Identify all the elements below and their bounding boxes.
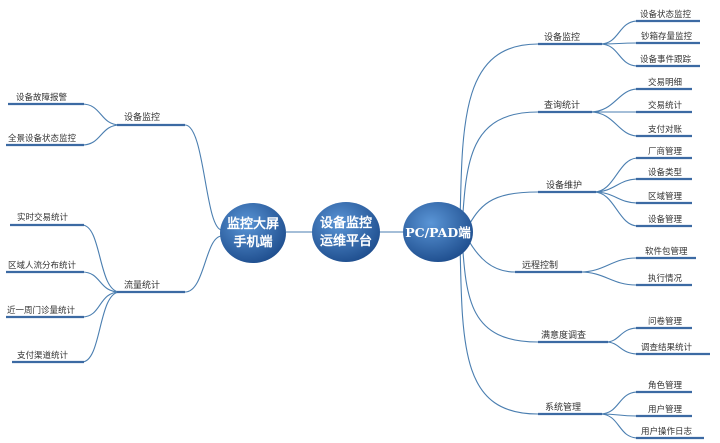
connector-r5-c1	[605, 327, 639, 343]
connector-r3-c2	[593, 178, 639, 193]
right-leaf-user[interactable]: 用户管理	[648, 404, 683, 415]
right-hub-node[interactable]	[403, 202, 473, 262]
right-leaf-exec-status[interactable]: 执行情况	[648, 273, 683, 284]
right-branch-system[interactable]: 系统管理	[545, 401, 581, 413]
right-hub-label: PC/PAD端	[405, 225, 471, 240]
connector-r2-c3	[589, 111, 639, 137]
connector-r1-c3	[599, 43, 639, 67]
left-leaf-region-flow[interactable]: 区域人流分布统计	[8, 260, 77, 271]
right-leaf-region[interactable]: 区域管理	[648, 191, 683, 202]
left-hub-node[interactable]	[220, 203, 286, 263]
right-leaf-trade-detail[interactable]: 交易明细	[648, 77, 682, 88]
right-leaf-cashbox[interactable]: 钞箱存量监控	[641, 31, 693, 42]
connector-left-monitor-c1	[81, 103, 121, 126]
right-leaf-oplog[interactable]: 用户操作日志	[641, 426, 693, 437]
left-branch-monitor[interactable]: 设备监控	[124, 111, 160, 123]
connector-right-hub-b6	[459, 239, 539, 415]
connector-left-traffic-c3	[81, 291, 121, 318]
connector-right-hub-b3	[465, 191, 539, 231]
right-leaf-questionnaire[interactable]: 问卷管理	[648, 316, 683, 327]
left-hub-line2: 手机端	[233, 234, 272, 250]
center-node[interactable]	[312, 202, 380, 262]
connector-r6-c3	[599, 413, 639, 439]
connector-r5-c2	[605, 341, 639, 355]
connector-left-monitor-c2	[81, 124, 121, 146]
left-leaf-realtime-trade[interactable]: 实时交易统计	[17, 212, 69, 223]
connector-r4-c2	[579, 271, 637, 286]
right-branch-remote[interactable]: 远程控制	[522, 259, 558, 271]
connector-right-hub-b1	[459, 43, 539, 227]
connector-r2-c1	[589, 88, 639, 113]
right-leaf-vendor[interactable]: 厂商管理	[648, 146, 683, 157]
connector-right-hub-b4	[465, 235, 516, 273]
connector-r3-c4	[593, 191, 639, 227]
right-branch-survey[interactable]: 满意度调查	[541, 329, 586, 341]
connector-left-traffic-c4	[81, 291, 121, 363]
connector-left-traffic-c2	[81, 271, 121, 293]
center-line2: 运维平台	[320, 233, 372, 249]
connector-right-hub-b2	[461, 111, 539, 229]
connector-right-hub-b5	[461, 237, 539, 343]
right-branch-monitor[interactable]: 设备监控	[544, 31, 580, 43]
connectors	[81, 20, 639, 439]
left-leaf-pay-channel[interactable]: 支付渠道统计	[17, 350, 69, 361]
nodes: 监控大屏 手机端 设备监控 运维平台 PC/PAD端	[220, 202, 473, 263]
right-leaf-status-monitor[interactable]: 设备状态监控	[640, 9, 692, 20]
left-leaf-fault-alarm[interactable]: 设备故障报警	[16, 92, 68, 103]
connector-r4-c1	[579, 257, 637, 273]
left-branch-traffic[interactable]: 流量统计	[124, 279, 160, 291]
center-line1: 设备监控	[320, 215, 372, 231]
left-labels: 设备监控 流量统计 设备故障报警 全景设备状态监控 实时交易统计 区域人流分布统…	[7, 92, 160, 361]
left-leaf-panorama-status[interactable]: 全景设备状态监控	[8, 133, 77, 144]
connector-left-hub-monitor	[184, 124, 223, 231]
right-leaf-event-track[interactable]: 设备事件跟踪	[640, 54, 692, 65]
left-leaf-weekly-visits[interactable]: 近一周门诊量统计	[7, 305, 76, 316]
connector-r6-c1	[599, 391, 639, 415]
right-branch-maintenance[interactable]: 设备维护	[546, 179, 582, 191]
right-branch-query[interactable]: 查询统计	[544, 99, 580, 111]
connector-r3-c1	[593, 157, 639, 193]
connector-left-hub-traffic	[184, 235, 223, 293]
right-leaf-device-mgmt[interactable]: 设备管理	[648, 214, 683, 225]
right-leaf-trade-stat[interactable]: 交易统计	[648, 100, 683, 111]
underlines	[6, 19, 710, 440]
right-leaf-role[interactable]: 角色管理	[648, 380, 683, 391]
right-leaf-reconcile[interactable]: 支付对账	[648, 124, 683, 135]
right-labels: 设备监控 查询统计 设备维护 远程控制 满意度调查 系统管理 设备状态监控 钞箱…	[522, 9, 693, 437]
left-hub-line1: 监控大屏	[227, 216, 279, 232]
connector-r1-c1	[599, 20, 639, 45]
right-leaf-device-type[interactable]: 设备类型	[648, 167, 683, 178]
right-leaf-package[interactable]: 软件包管理	[645, 246, 688, 257]
connector-left-traffic-c1	[81, 224, 121, 293]
right-leaf-survey-stat[interactable]: 调查结果统计	[641, 342, 693, 353]
